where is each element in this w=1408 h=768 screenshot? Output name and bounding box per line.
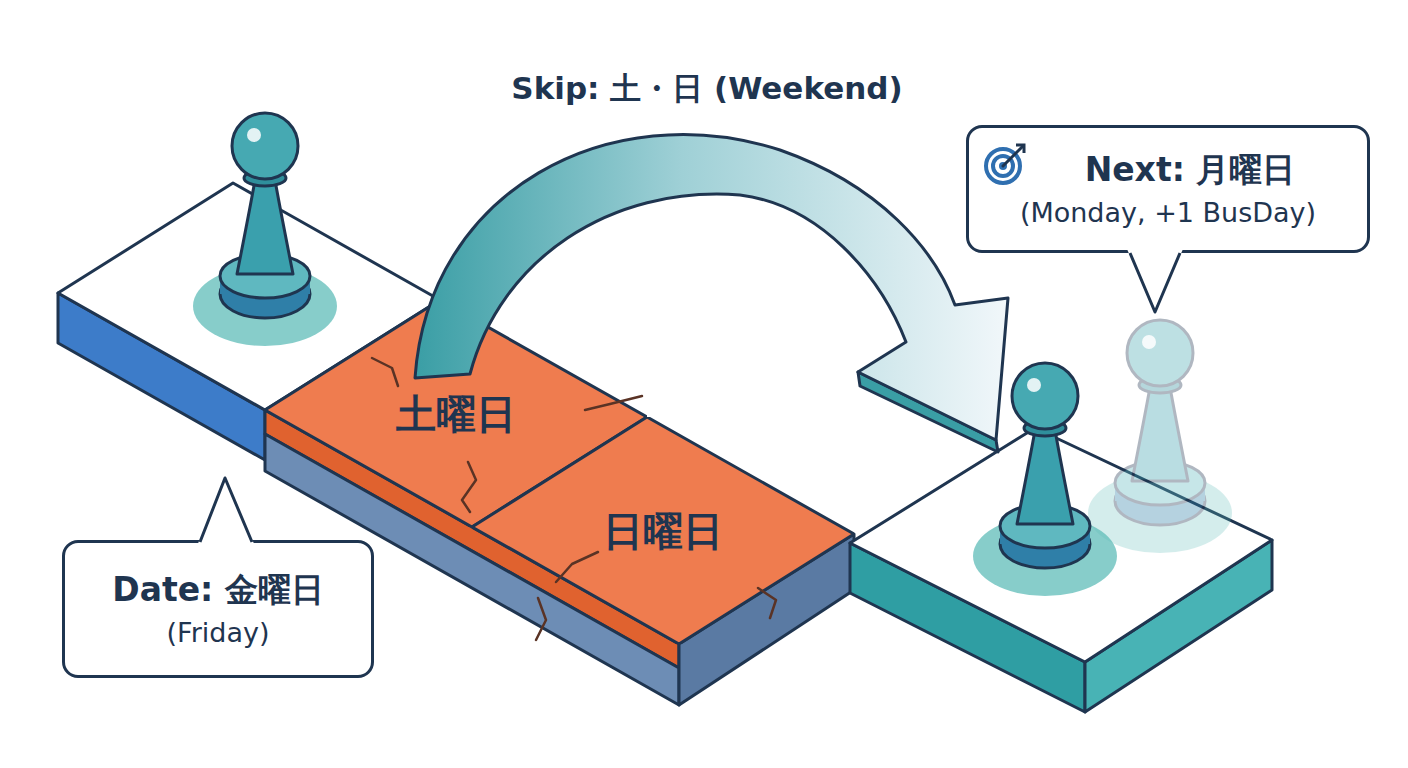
game-pawn: [973, 363, 1117, 596]
pawn-highlight: [1142, 335, 1156, 349]
pawn-highlight: [247, 128, 261, 142]
day-label: 日曜日: [603, 506, 723, 556]
crack-line: [372, 358, 398, 386]
callout-pointer: [1127, 249, 1183, 312]
tile-top: [850, 428, 1272, 662]
target-dart: [1016, 145, 1024, 153]
crack-line: [556, 552, 598, 582]
game-pawn: [193, 113, 337, 346]
date-callout: Date: 金曜日 (Friday): [62, 540, 374, 678]
skip-arrow: [415, 135, 1008, 440]
crack-line: [758, 588, 776, 618]
callout-pointer: [197, 478, 255, 546]
callout-pointer: [1130, 253, 1180, 312]
target-center: [999, 162, 1007, 170]
arrow-shadow: [858, 372, 998, 452]
day-label: 土曜日: [396, 389, 516, 439]
callout-heading: Date: 金曜日: [112, 569, 324, 610]
callout-pointer: [200, 478, 252, 542]
pawn-head: [232, 113, 298, 179]
target-ring: [986, 149, 1020, 183]
callout-note: (Friday): [167, 616, 270, 650]
target-ring: [993, 156, 1013, 176]
pawn-body: [1017, 430, 1073, 524]
crack-line: [585, 396, 642, 410]
crack-line: [462, 462, 476, 512]
skip-label: Skip: 土・日 (Weekend): [407, 68, 1007, 110]
pawn-head: [1127, 320, 1193, 386]
crack-lines: [372, 358, 776, 640]
next-callout: Next: 月曜日 (Monday, +1 BusDay): [966, 125, 1370, 253]
callout-heading: Next: 月曜日: [1041, 149, 1296, 190]
target-dart: [1003, 147, 1022, 166]
callout-note: (Monday, +1 BusDay): [1020, 196, 1316, 230]
target-icon: [986, 145, 1024, 183]
pawn-highlight: [1027, 378, 1041, 392]
pawn-body: [1132, 387, 1188, 481]
crack-line: [536, 598, 546, 640]
game-pawn: [1088, 320, 1232, 553]
pawn-head: [1012, 363, 1078, 429]
pawn-body: [237, 180, 293, 274]
weekend-tile: 日曜日: [472, 417, 854, 644]
tile-face: [472, 417, 854, 644]
